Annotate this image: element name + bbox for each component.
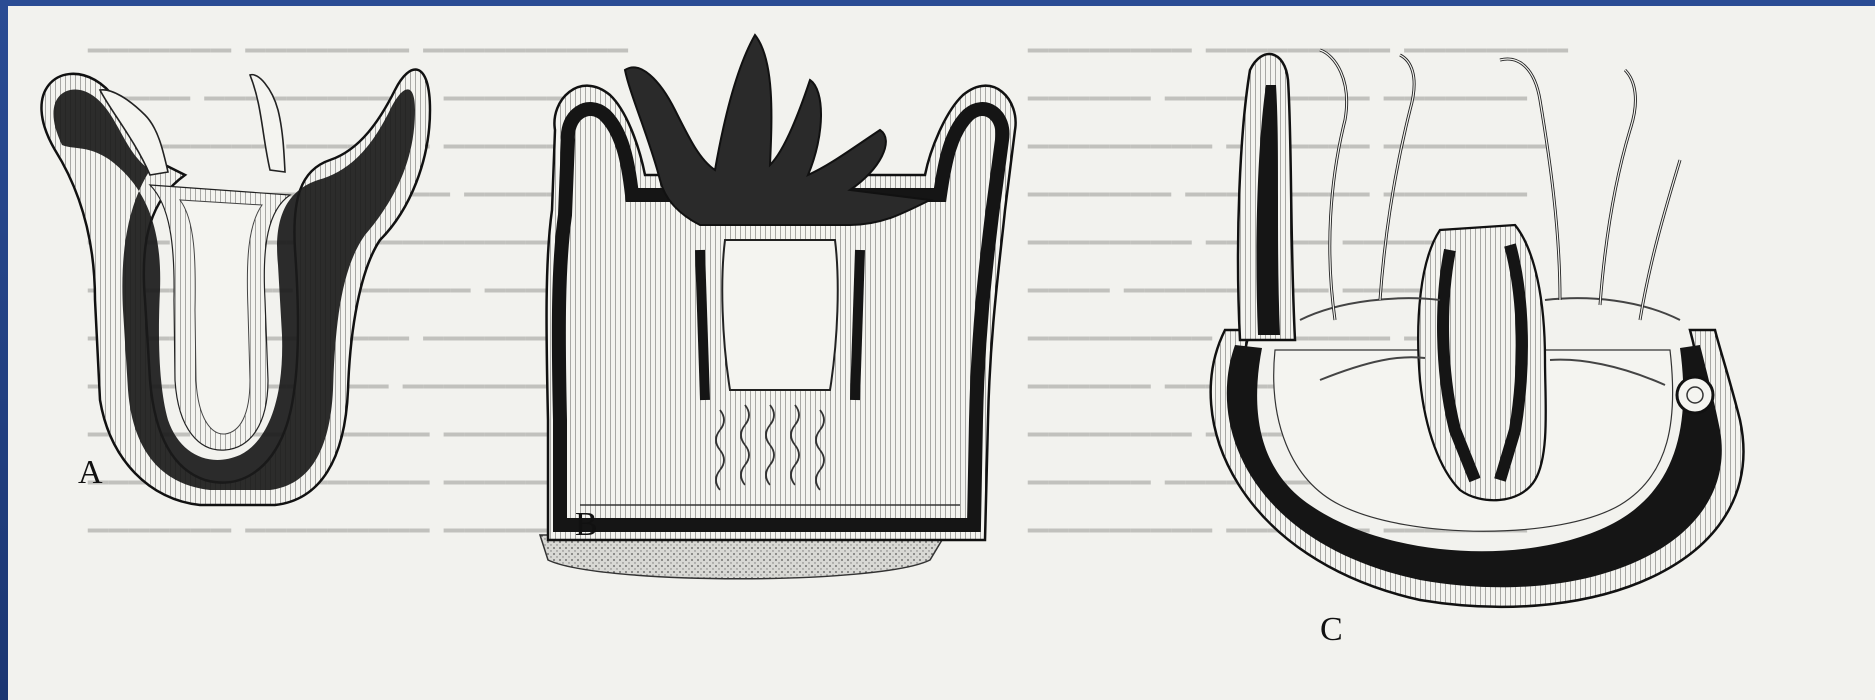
figure-b-pharynx: [722, 240, 837, 390]
figure-b-base: [540, 535, 945, 579]
figure-a-label: A: [78, 454, 103, 491]
figure-b-label: B: [575, 506, 598, 543]
figure-a-tentacle-right: [250, 75, 285, 172]
figure-a-polyp: A: [41, 70, 430, 505]
figure-b-pharynx-wall-left: [700, 250, 705, 400]
figure-b-tentacle-crown: [625, 35, 930, 225]
figure-c-medusa: C: [1211, 50, 1744, 648]
figure-c-label: C: [1320, 611, 1343, 648]
figure-b-pharynx-wall-right: [855, 250, 860, 400]
figure-b-polyp: B: [540, 35, 1016, 579]
